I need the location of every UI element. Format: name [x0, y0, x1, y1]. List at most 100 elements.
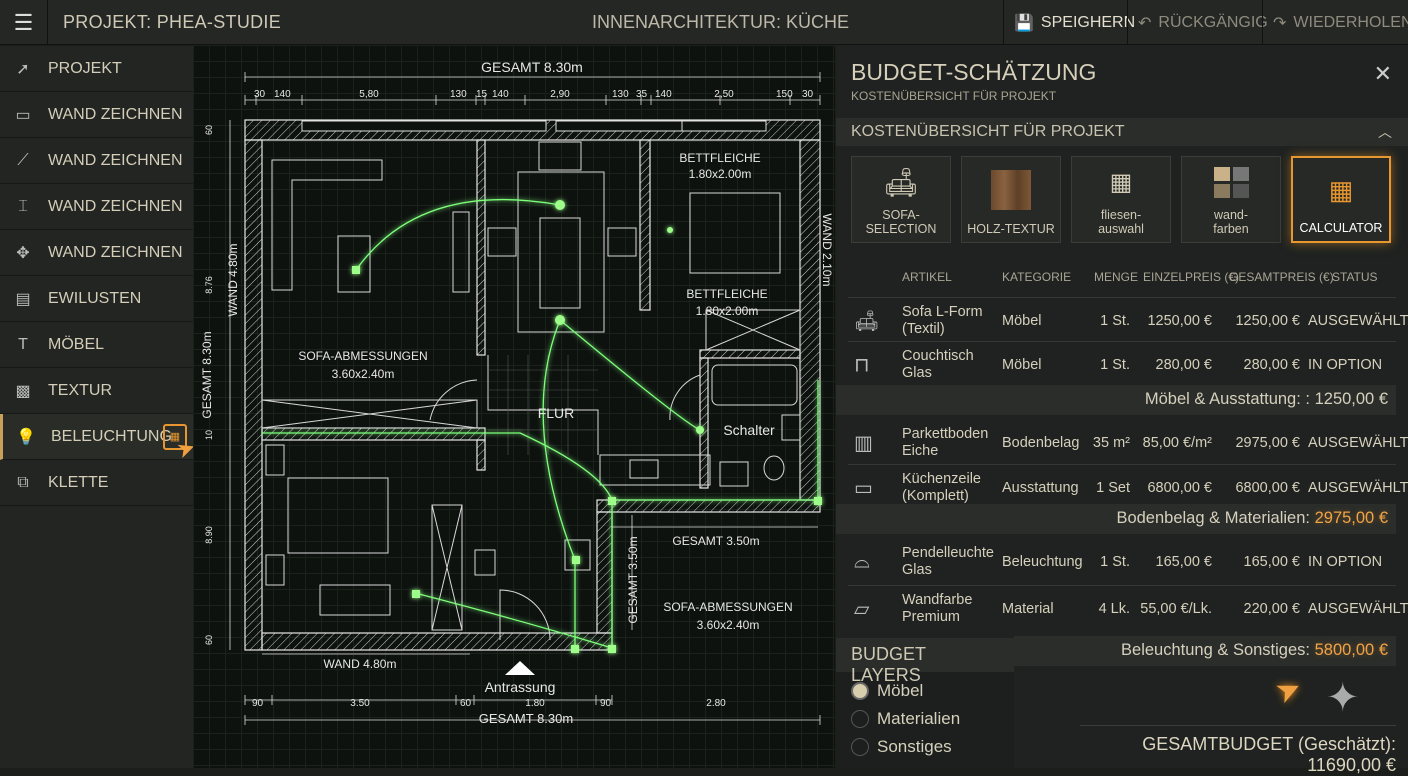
- sidebar-item-beleuchtung[interactable]: 💡BELEUCHTUNG ▦ ➤: [0, 414, 199, 463]
- save-icon: 💾: [1014, 14, 1034, 32]
- save-button[interactable]: 💾SPEIGHERN: [1003, 0, 1135, 45]
- redo-button[interactable]: ↷WIEDERHOLEN: [1262, 0, 1408, 45]
- layer-moebel[interactable]: Möbel: [836, 677, 1014, 705]
- line-icon: ⟋: [17, 151, 29, 169]
- panel-subtitle: KOSTENÜBERSICHT FÜR PROJEKT: [851, 89, 1057, 103]
- cell-kategorie: Bodenbelag: [1002, 435, 1080, 451]
- tiles-icon: ▦: [1109, 168, 1133, 196]
- sidebar-item-textur[interactable]: ▩TEXTUR: [0, 368, 193, 414]
- light-node: [814, 497, 822, 505]
- dim-label: 35: [636, 89, 648, 100]
- dim-label: 10: [204, 430, 214, 440]
- sidebar-item-wand-zeichnen-1[interactable]: ▭WAND ZEICHNEN: [0, 92, 193, 138]
- dim-wand-480-h: WAND 4.80m: [324, 657, 397, 671]
- col-artikel: ARTIKEL: [902, 270, 952, 284]
- layer-materialien[interactable]: Materialien: [836, 705, 1014, 733]
- close-icon[interactable]: ✕: [1373, 61, 1392, 86]
- schalter-label: Schalter: [723, 422, 775, 438]
- paint-icon: ▱: [854, 598, 870, 620]
- radio[interactable]: [851, 738, 869, 756]
- bed2-label: BETTFLEICHE: [686, 287, 767, 301]
- tile-fliesen-auswahl[interactable]: ▦fliesen- auswahl: [1071, 156, 1171, 243]
- subtotal-label: Möbel & Ausstattung: :: [1144, 390, 1310, 408]
- light-node: [608, 497, 616, 505]
- hamburger-menu-icon[interactable]: ☰: [0, 0, 48, 45]
- tile-sofa-selection[interactable]: 🛋SOFA-SELECTION: [851, 156, 951, 243]
- tile-wand-farben[interactable]: wand- farben: [1181, 156, 1281, 243]
- chevron-up-icon[interactable]: ︿: [1378, 124, 1392, 140]
- floor-plan-canvas[interactable]: GESAMT 8.30m 30 140 5,80 130 15 140 2,90…: [193, 45, 835, 768]
- plan-labels: GESAMT 8.30m 30 140 5,80 130 15 140 2,90…: [200, 59, 834, 726]
- dim-total-bottom: GESAMT 8.30m: [479, 711, 573, 726]
- wall-left: [244, 139, 263, 651]
- floor-plan[interactable]: GESAMT 8.30m 30 140 5,80 130 15 140 2,90…: [193, 45, 835, 768]
- dim-label: 130: [612, 89, 629, 100]
- cell-artikel: Wandfarbe Premium: [902, 591, 973, 625]
- dim-gesamt-350-v: GESAMT 3.50m: [626, 536, 640, 623]
- dim-wand-480-v: WAND 4.80m: [226, 244, 240, 317]
- cell-kategorie: Möbel: [1002, 356, 1042, 373]
- cell-artikel: Küchenzeile (Komplett): [902, 470, 981, 504]
- table-row[interactable]: ▥ Parkettboden Eiche Bodenbelag 35 m² 85…: [848, 420, 1408, 466]
- undo-button[interactable]: ↶RÜCKGÄNGIG: [1127, 0, 1268, 45]
- layers-title: BUDGET LAYERS: [836, 638, 1014, 685]
- table-row[interactable]: ▭ Küchenzeile (Komplett) Ausstattung 1 S…: [848, 464, 1408, 510]
- redo-icon: ↷: [1273, 14, 1287, 32]
- cell-status: IN OPTION: [1308, 554, 1383, 570]
- tile-holz-textur[interactable]: HOLZ-TEXTUR: [961, 156, 1061, 243]
- cell-kategorie: Möbel: [1002, 312, 1042, 329]
- sofa1-size: 3.60x2.40m: [332, 367, 395, 381]
- tile-calculator[interactable]: ▦CALCULATOR: [1291, 156, 1391, 243]
- cell-status: AUSGEWÄHLT: [1308, 479, 1408, 496]
- dim-label: 2.80: [706, 698, 726, 709]
- dim-label: 3.50: [350, 698, 370, 709]
- sidebar-item-projekt[interactable]: ➚PROJEKT: [0, 46, 193, 92]
- subtotal-amount: 5800,00 €: [1314, 641, 1388, 659]
- wall-bath-left: [699, 357, 709, 489]
- sofa-icon: 🛋: [854, 310, 880, 332]
- light-node: [608, 645, 616, 653]
- cell-gesamtpreis: 280,00 €: [1243, 356, 1300, 373]
- total-budget: GESAMTBUDGET (Geschätzt): 11690,00 €: [1080, 725, 1396, 776]
- radio[interactable]: [851, 710, 869, 728]
- radio-selected[interactable]: [851, 682, 869, 700]
- table-row[interactable]: ⌓ Pendelleuchte Glas Beleuchtung 1 St. 1…: [848, 539, 1396, 585]
- table-row[interactable]: ▱ Wandfarbe Premium Material 4 Lk. 55,00…: [848, 585, 1408, 631]
- dim-label: 150: [776, 89, 793, 100]
- layer-sonstiges[interactable]: Sonstiges: [836, 733, 1014, 761]
- dim-label: 2,50: [714, 89, 734, 100]
- bed1-size: 1.80x2.00m: [689, 167, 752, 181]
- wall-living-bed: [261, 427, 486, 441]
- bed1-label: BETTFLEICHE: [679, 151, 760, 165]
- dim-label: 60: [460, 698, 472, 709]
- wall-right: [799, 139, 821, 501]
- move-icon: ✥: [16, 244, 30, 262]
- desk: [319, 584, 391, 616]
- dim-label: 60: [204, 635, 214, 645]
- light-node: [572, 556, 580, 564]
- windows: [301, 120, 767, 132]
- tool-tiles: 🛋SOFA-SELECTION HOLZ-TEXTUR ▦fliesen- au…: [851, 156, 1391, 243]
- dim-label: 90: [600, 698, 612, 709]
- clip-icon: ⧉: [17, 473, 29, 491]
- wall-inner-right: [596, 511, 613, 634]
- dim-label: 1.80: [525, 698, 545, 709]
- wall-living-kitchen: [476, 139, 486, 356]
- cell-menge: 1 Set: [1096, 479, 1130, 496]
- furniture-icon: T: [18, 335, 28, 353]
- cell-kategorie: Ausstattung: [1002, 479, 1079, 496]
- sidebar-item-klette[interactable]: ⧉KLETTE: [0, 460, 193, 506]
- subtotal-moebel: Möbel & Ausstattung: : 1250,00 €: [836, 385, 1396, 415]
- sidebar-item-wand-zeichnen-2[interactable]: ⟋WAND ZEICHNEN: [0, 138, 193, 184]
- sidebar-item-wand-zeichnen-3[interactable]: ⌶WAND ZEICHNEN: [0, 184, 193, 230]
- sidebar-item-ewilusten[interactable]: ▤EWILUSTEN: [0, 276, 193, 322]
- section-header[interactable]: KOSTENÜBERSICHT FÜR PROJEKT︿: [836, 118, 1408, 146]
- wall-hall: [476, 439, 486, 471]
- sofa-icon: 🛋: [883, 166, 919, 198]
- table-row[interactable]: 🛋 Sofa L-Form (Textil) Möbel 1 St. 1250,…: [848, 297, 1408, 343]
- dim-label: 140: [655, 89, 672, 100]
- flur-label: FLUR: [538, 405, 575, 421]
- table-row[interactable]: ⊓ Couchtisch Glas Möbel 1 St. 280,00 € 2…: [848, 341, 1396, 387]
- sidebar-item-wand-zeichnen-4[interactable]: ✥WAND ZEICHNEN: [0, 230, 193, 276]
